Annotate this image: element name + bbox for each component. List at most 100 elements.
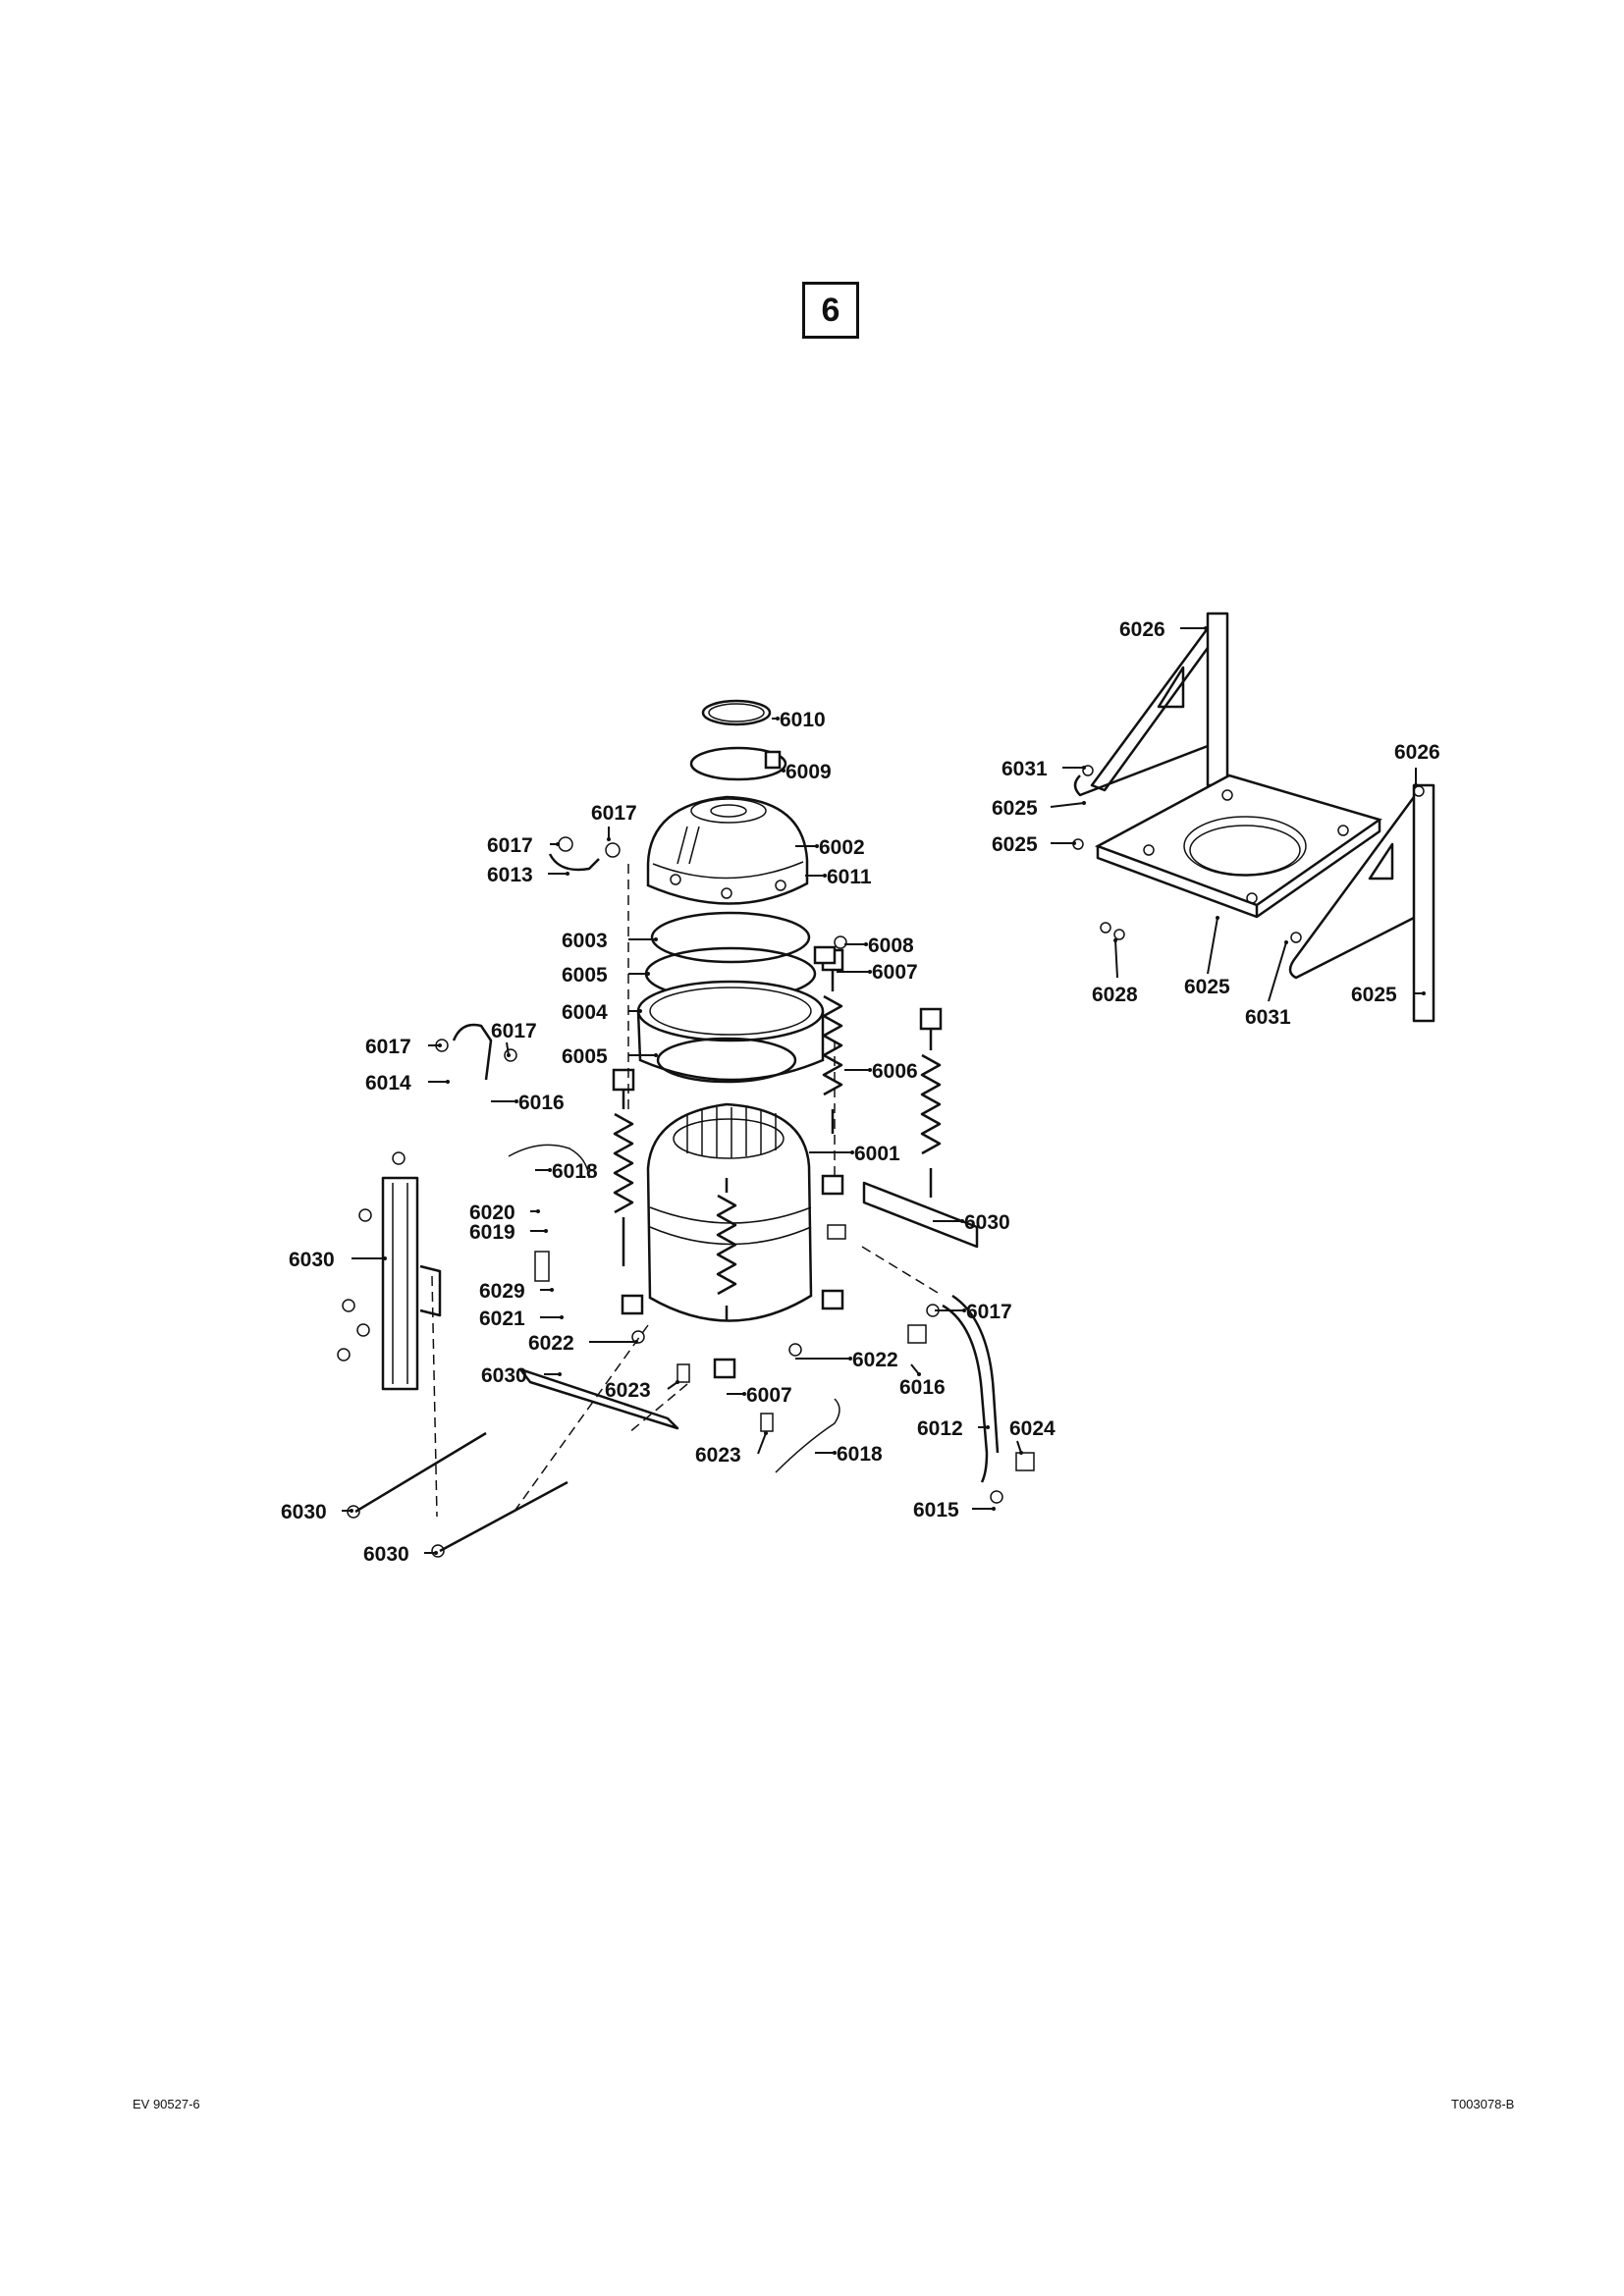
part-fasteners — [337, 836, 1035, 1558]
callout-6014: 6014 — [365, 1072, 411, 1095]
leader-tip-6031 — [1284, 940, 1288, 944]
part-gasket-6005-lower — [656, 1037, 797, 1084]
leader-tip-6007 — [868, 970, 872, 974]
leader-tip-6005 — [654, 1053, 658, 1057]
callout-6016: 6016 — [518, 1092, 565, 1114]
part-hose-6014 — [452, 1023, 493, 1081]
callout-6022: 6022 — [852, 1349, 898, 1371]
leader-line-6023 — [757, 1432, 767, 1455]
leader-tip-6017 — [556, 842, 560, 846]
leader-tip-6026 — [1414, 783, 1418, 787]
callout-6030: 6030 — [363, 1543, 409, 1566]
leader-line-6028 — [1114, 939, 1118, 979]
callout-6001: 6001 — [854, 1143, 900, 1165]
part-ring-6010 — [701, 699, 772, 726]
leader-tip-6018 — [833, 1451, 837, 1455]
callout-6017: 6017 — [966, 1301, 1012, 1323]
part-upright-6026-left — [1206, 612, 1229, 787]
callout-6020: 6020 — [469, 1201, 515, 1224]
part-crossbar-6030-right — [862, 1181, 979, 1249]
callout-6031: 6031 — [1245, 1006, 1291, 1029]
part-frame-6030-left — [381, 1176, 442, 1391]
callout-6028: 6028 — [1092, 984, 1138, 1006]
leader-tip-6016 — [514, 1099, 518, 1103]
leader-tip-6012 — [986, 1425, 990, 1429]
callout-6005: 6005 — [562, 964, 608, 987]
leader-tip-6015 — [992, 1507, 996, 1511]
part-rod-6030-a — [354, 1431, 487, 1514]
leader-tip-6020 — [536, 1209, 540, 1213]
leader-tip-6019 — [544, 1229, 548, 1233]
leader-tip-6031 — [1082, 766, 1086, 770]
callout-6026: 6026 — [1119, 618, 1165, 641]
callout-6030: 6030 — [481, 1364, 527, 1387]
footer-drawing-number: T003078-B — [1451, 2097, 1515, 2111]
callout-6008: 6008 — [868, 934, 914, 957]
part-foot-6007-upper — [813, 945, 837, 965]
callout-6015: 6015 — [913, 1499, 959, 1522]
leader-line-6031 — [1268, 941, 1287, 1002]
callout-6030: 6030 — [289, 1249, 335, 1271]
callout-6005: 6005 — [562, 1045, 608, 1068]
leader-tip-6025 — [1216, 916, 1219, 920]
callout-6016: 6016 — [899, 1376, 946, 1399]
part-brace-left — [1090, 627, 1210, 792]
part-upright-6026-right — [1412, 783, 1435, 1023]
page-number: 6 — [821, 291, 840, 329]
leader-tip-6030 — [434, 1551, 438, 1555]
callout-6003: 6003 — [562, 930, 608, 952]
leader-tip-6022 — [634, 1340, 638, 1344]
callout-6030: 6030 — [281, 1501, 327, 1523]
callout-6017: 6017 — [365, 1036, 411, 1058]
part-hose-6012 — [942, 1304, 989, 1483]
leader-tip-6024 — [1019, 1451, 1023, 1455]
callout-6011: 6011 — [827, 866, 872, 888]
callout-6018: 6018 — [837, 1443, 883, 1466]
leader-line-6025 — [1207, 917, 1218, 975]
part-clamp-6009 — [689, 746, 787, 781]
part-hose-6013 — [548, 853, 600, 872]
callout-6026: 6026 — [1394, 741, 1440, 764]
callout-6012: 6012 — [917, 1417, 963, 1440]
callout-6030: 6030 — [964, 1211, 1010, 1234]
callout-6021: 6021 — [479, 1308, 525, 1330]
leader-tip-6017 — [962, 1308, 966, 1312]
callout-6023: 6023 — [695, 1444, 741, 1467]
leader-tip-6030 — [558, 1372, 562, 1376]
callout-6018: 6018 — [552, 1160, 598, 1183]
leader-tip-6005 — [646, 972, 650, 976]
callout-6025: 6025 — [992, 833, 1038, 856]
callout-6002: 6002 — [819, 836, 865, 859]
leader-tip-6028 — [1113, 938, 1117, 942]
callout-6017: 6017 — [487, 834, 533, 857]
leader-line-6017 — [506, 1041, 510, 1056]
leader-tip-6013 — [566, 872, 569, 876]
leader-tip-6017 — [507, 1053, 511, 1057]
callout-leaders — [342, 626, 1426, 1555]
leader-tip-6018 — [548, 1168, 552, 1172]
leader-tip-6007 — [742, 1392, 746, 1396]
callout-6009: 6009 — [785, 761, 832, 783]
callout-6031: 6031 — [1001, 758, 1048, 780]
leader-line-6025 — [1050, 802, 1085, 808]
callout-6010: 6010 — [780, 709, 826, 731]
leader-tip-6001 — [850, 1150, 854, 1154]
leader-tip-6025 — [1422, 991, 1426, 995]
part-springs-6006 — [612, 948, 943, 1320]
callout-6024: 6024 — [1009, 1417, 1056, 1440]
leader-tip-6030 — [350, 1509, 353, 1513]
part-foot-6007-lower — [713, 1358, 736, 1379]
callout-6022: 6022 — [528, 1332, 574, 1355]
leader-tip-6017 — [607, 837, 611, 841]
leader-tip-6014 — [446, 1080, 450, 1084]
leader-tip-6026 — [1204, 626, 1208, 630]
part-gasket-6003 — [650, 911, 811, 964]
callout-6007: 6007 — [746, 1384, 792, 1407]
part-filter-ring-6004 — [636, 980, 825, 1082]
leader-tip-6029 — [550, 1288, 554, 1292]
part-wire-6018-upper — [508, 1144, 590, 1179]
leader-tip-6009 — [782, 769, 785, 773]
part-cover-6002 — [646, 795, 809, 905]
callout-6023: 6023 — [605, 1379, 651, 1402]
